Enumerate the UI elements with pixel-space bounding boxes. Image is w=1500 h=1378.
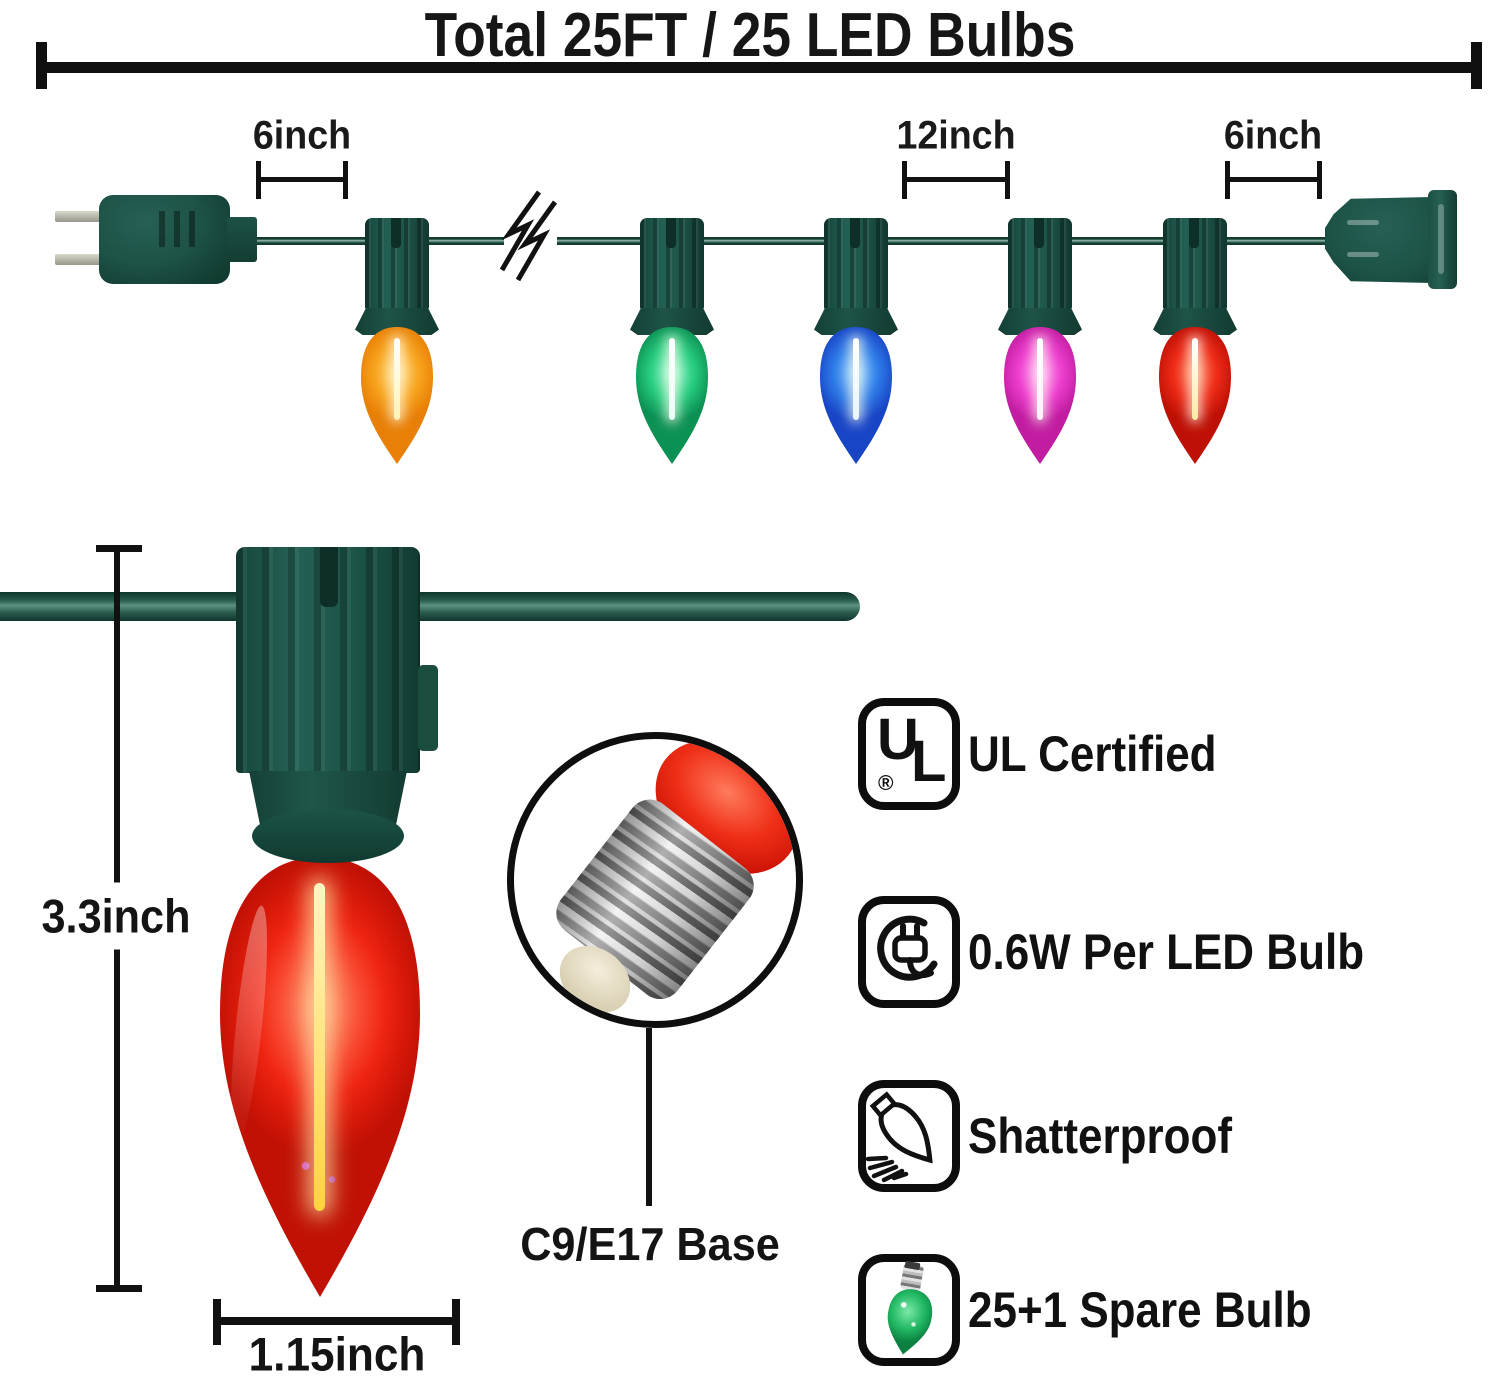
connector-highlight bbox=[1347, 252, 1379, 257]
height-measure-tick-top bbox=[96, 545, 142, 552]
red-bulb bbox=[1151, 322, 1239, 464]
width-dimension-label: 1.15inch bbox=[248, 1327, 426, 1378]
height-dimension-label: 3.3inch bbox=[32, 882, 200, 950]
spacing-label-mid: 12inch bbox=[896, 113, 1016, 158]
led-filament bbox=[669, 338, 675, 420]
total-length-line bbox=[36, 62, 1482, 73]
spacing-bracket-right bbox=[1225, 161, 1322, 199]
detail-wire bbox=[0, 592, 860, 621]
shatterproof-bulb-icon bbox=[858, 1080, 960, 1192]
socket-slot bbox=[1034, 218, 1044, 248]
light-unit bbox=[628, 218, 716, 470]
callout-line bbox=[646, 1028, 652, 1206]
light-unit bbox=[996, 218, 1084, 470]
ul-logo-icon: U L ® bbox=[858, 698, 960, 810]
light-unit bbox=[1151, 218, 1239, 470]
connector-highlight bbox=[1438, 204, 1444, 274]
green-bulb bbox=[628, 322, 716, 464]
height-measure-tick-bottom bbox=[96, 1285, 142, 1292]
light-unit bbox=[812, 218, 900, 470]
plug-body bbox=[99, 195, 230, 284]
string-wire-segment bbox=[557, 237, 1332, 245]
connector-flange bbox=[1428, 190, 1457, 289]
spare-bulb-icon bbox=[858, 1254, 960, 1366]
female-connector bbox=[1325, 190, 1457, 289]
socket-lip bbox=[252, 809, 404, 863]
detail-red-bulb bbox=[200, 845, 440, 1297]
total-length-tick-left bbox=[36, 42, 47, 89]
plug-texture bbox=[159, 211, 201, 247]
registered-mark: ® bbox=[878, 772, 894, 795]
led-filament bbox=[1192, 338, 1198, 420]
bracket-bar bbox=[213, 1317, 460, 1325]
ul-letter-l: L bbox=[911, 729, 947, 794]
socket-slot bbox=[666, 218, 676, 248]
bracket-tick bbox=[1005, 161, 1010, 199]
bracket-tick bbox=[1317, 161, 1322, 199]
socket-slot bbox=[1189, 218, 1199, 248]
led-filament bbox=[1037, 338, 1043, 420]
led-filament bbox=[853, 338, 859, 420]
wire-break-icon bbox=[499, 190, 558, 282]
total-length-tick-right bbox=[1471, 42, 1482, 89]
bracket-bar bbox=[1225, 177, 1322, 182]
spacing-label-right: 6inch bbox=[1223, 113, 1323, 158]
connector-body bbox=[1325, 197, 1432, 283]
led-filament bbox=[394, 338, 400, 420]
feature-label-shatterproof: Shatterproof bbox=[968, 1108, 1232, 1164]
spare-bulb-glass bbox=[877, 1281, 940, 1359]
plug-prong bbox=[55, 211, 103, 222]
spacing-label-left: 6inch bbox=[252, 113, 352, 158]
bracket-tick bbox=[452, 1299, 460, 1345]
socket-slot bbox=[391, 218, 401, 248]
socket-slot bbox=[850, 218, 860, 248]
feature-label-spare: 25+1 Spare Bulb bbox=[968, 1282, 1312, 1338]
spacing-bracket-mid bbox=[902, 161, 1010, 199]
feature-label-wattage: 0.6W Per LED Bulb bbox=[968, 924, 1365, 980]
plug-prong bbox=[55, 254, 103, 265]
bracket-bar bbox=[256, 177, 348, 182]
shatterproof-glyph bbox=[866, 1091, 933, 1183]
orange-bulb bbox=[353, 322, 441, 464]
plug-neck bbox=[227, 217, 257, 262]
base-magnifier-circle bbox=[507, 732, 803, 1028]
ul-letter-u: U bbox=[877, 707, 919, 772]
e17-base-photo bbox=[514, 739, 796, 1021]
socket-clip bbox=[418, 665, 438, 751]
blue-bulb bbox=[812, 322, 900, 464]
detail-socket bbox=[236, 547, 440, 865]
pink-bulb bbox=[996, 322, 1084, 464]
plug-glyph bbox=[877, 915, 938, 981]
male-plug bbox=[55, 195, 257, 285]
base-type-label: C9/E17 Base bbox=[520, 1218, 780, 1270]
width-measure-bracket bbox=[213, 1299, 460, 1345]
spacing-bracket-left bbox=[256, 161, 348, 199]
power-plug-icon bbox=[858, 896, 960, 1008]
bracket-tick bbox=[343, 161, 348, 199]
glass-highlight bbox=[224, 904, 275, 1145]
connector-highlight bbox=[1347, 220, 1379, 225]
feature-label-ul: UL Certified bbox=[968, 726, 1217, 782]
socket-slot bbox=[320, 547, 338, 607]
led-filament bbox=[314, 883, 325, 1211]
page-title: Total 25FT / 25 LED Bulbs bbox=[424, 1, 1076, 70]
bracket-bar bbox=[902, 177, 1010, 182]
light-unit bbox=[353, 218, 441, 470]
